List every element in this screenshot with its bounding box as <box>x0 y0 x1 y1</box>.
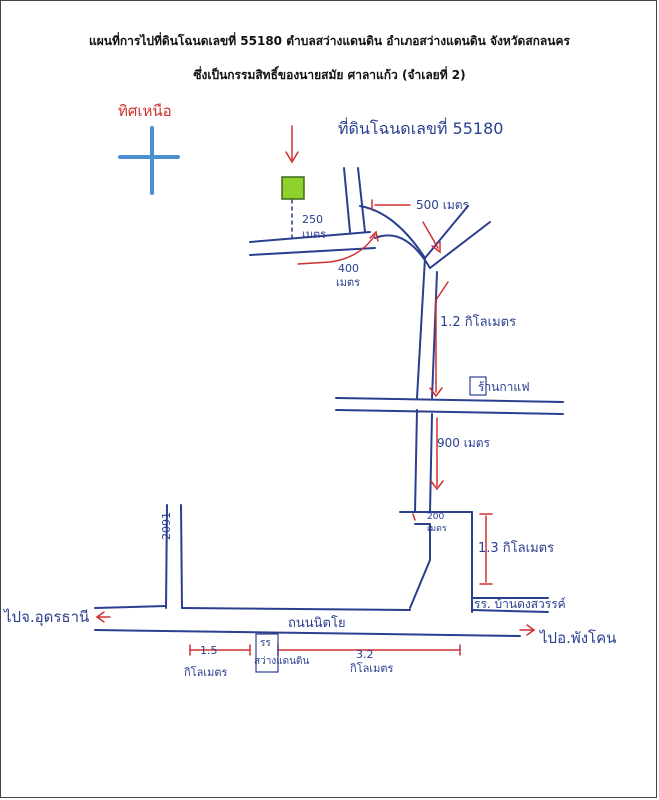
to-udon-label: ไปจ.อุดรธานี <box>3 608 89 627</box>
road-network <box>94 167 564 637</box>
school-marker <box>255 633 279 673</box>
distance-200-unit: เมตร <box>427 524 447 534</box>
land-label: ที่ดินโฉนดเลขที่ 55180 <box>338 117 503 138</box>
map-title-line-1: แผนที่การไปที่ดินโฉนดเลขที่ 55180 ตำบลสว… <box>89 34 570 48</box>
distance-1-5: 1.5 <box>200 644 218 657</box>
road-2091-label: 2091 <box>160 512 173 540</box>
school-label: รร. บ้านดงสวรรค์ <box>474 597 566 611</box>
land-parcel <box>281 176 305 200</box>
distance-500: 500 เมตร <box>416 198 470 212</box>
road-name-label: ถนนนิตโย <box>288 615 346 631</box>
map-title-line-2: ซึ่งเป็นกรรมสิทธิ์ของนายสมัย ศาลาแก้ว (จ… <box>193 68 466 82</box>
distance-250: 250 <box>302 213 323 226</box>
distance-250-unit: เมตร <box>302 228 326 241</box>
to-phangkhon-label: ไปอ.พังโคน <box>539 629 616 647</box>
distance-1-2km: 1.2 กิโลเมตร <box>440 314 516 330</box>
distance-200: 200 <box>427 512 444 522</box>
school2-label-b: สว่างแดนดิน <box>254 656 309 667</box>
cafe-label: ร้านกาแฟ <box>478 380 530 394</box>
compass-icon <box>118 126 180 195</box>
route-arrows <box>95 125 536 656</box>
distance-400-unit: เมตร <box>336 276 360 289</box>
distance-900: 900 เมตร <box>437 436 491 450</box>
school2-label-a: รร <box>260 638 271 649</box>
north-label: ทิศเหนือ <box>118 102 172 120</box>
distance-3-2: 3.2 <box>356 648 374 661</box>
distance-1-3km: 1.3 กิโลเมตร <box>478 540 554 556</box>
distance-400: 400 <box>338 262 359 275</box>
distance-1-5-unit: กิโลเมตร <box>184 665 228 679</box>
distance-3-2-unit: กิโลเมตร <box>350 661 394 675</box>
cafe-marker <box>469 376 487 396</box>
